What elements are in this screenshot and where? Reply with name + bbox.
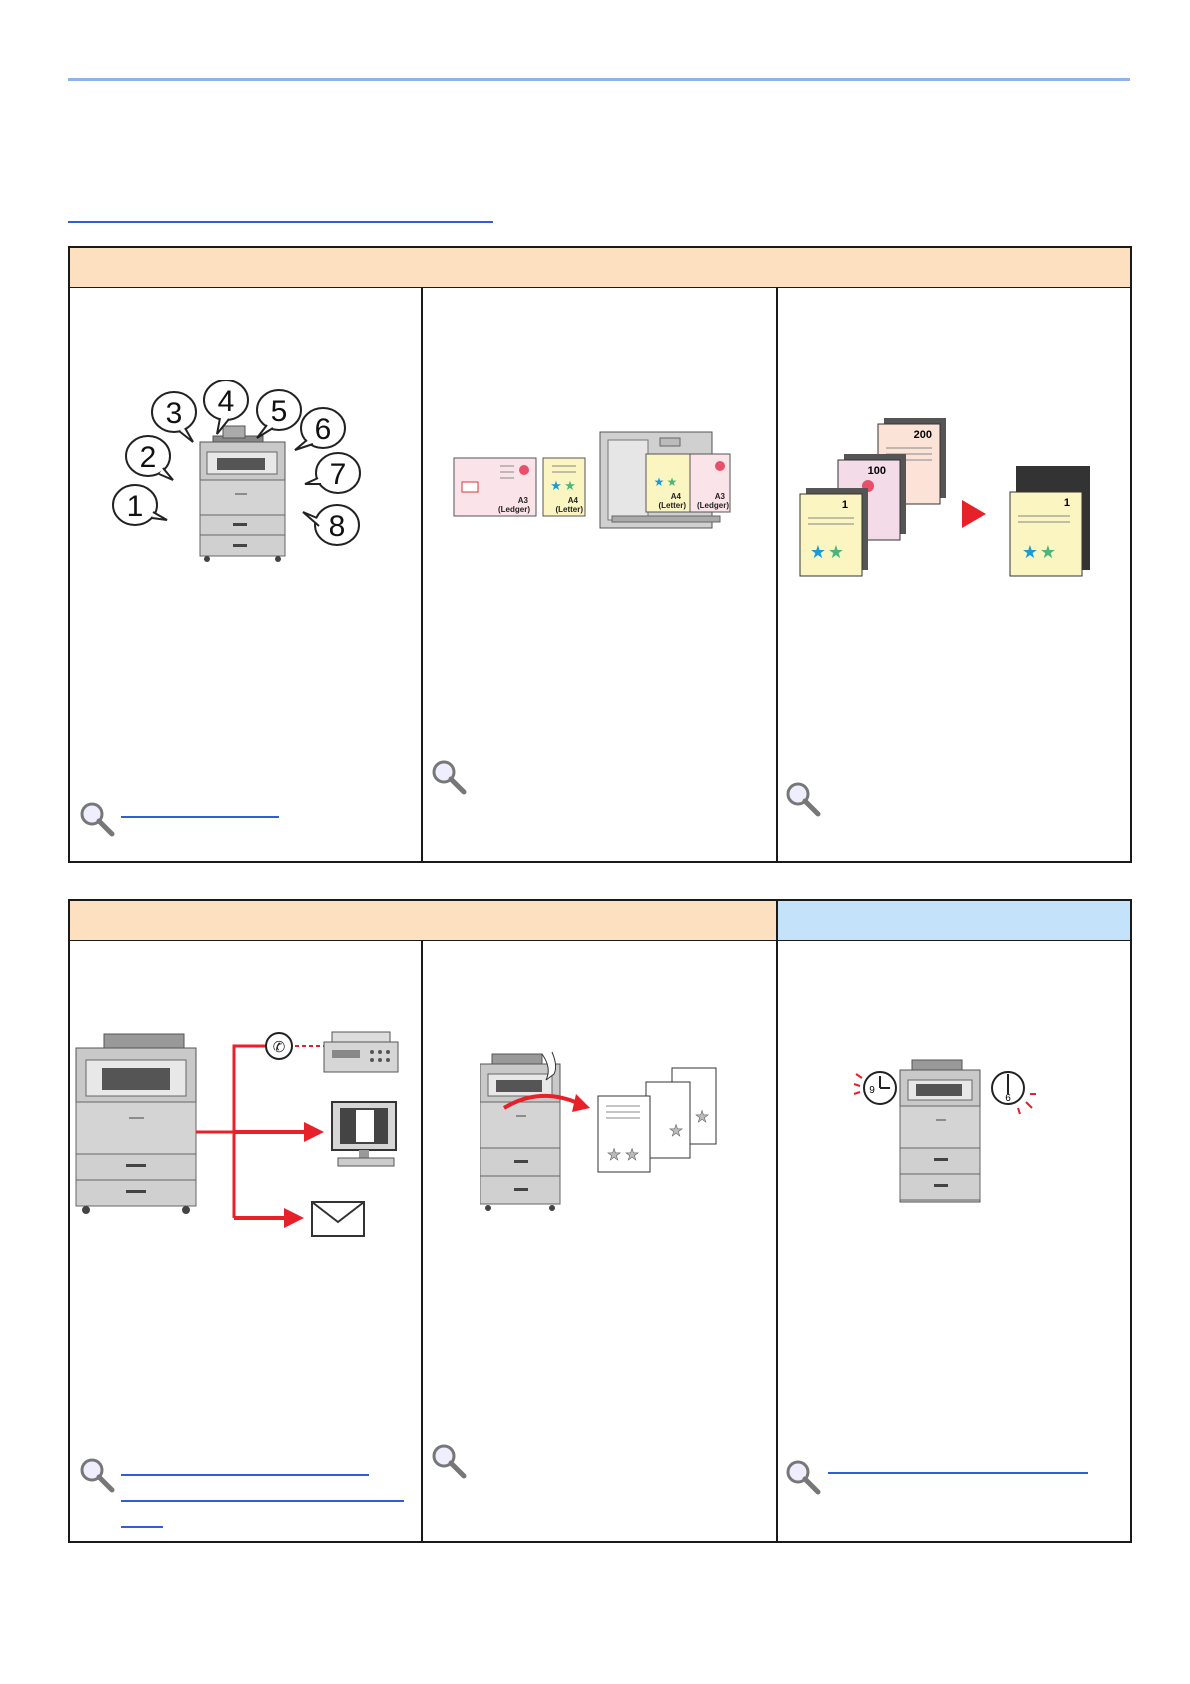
bubble-3-number: 3 <box>166 397 183 430</box>
print-from-panel-illustration: ★ ★ ★ ★ <box>480 1051 717 1211</box>
bubble-2: 2 <box>125 435 174 481</box>
svg-text:★: ★ <box>828 542 844 562</box>
bubble-6: 6 <box>294 407 346 451</box>
a4-size-label: A4 <box>568 496 579 505</box>
svg-text:✆: ✆ <box>273 1039 286 1056</box>
magnifier-icon <box>80 802 115 837</box>
reference-link-line-1[interactable] <box>121 1474 369 1476</box>
numbered-functions-illustration: 1 2 3 4 5 6 7 8 <box>112 380 361 562</box>
bubble-3: 3 <box>151 391 197 443</box>
stack-200-label: 200 <box>914 429 932 441</box>
bubble-8: 8 <box>302 504 360 546</box>
printed-pages-icon: ★ ★ ★ ★ <box>597 1067 717 1173</box>
bubble-4: 4 <box>203 380 249 435</box>
section-panel-top <box>68 288 1132 863</box>
batch-scan-illustration: 200 100 1 ★ ★ 1 ★ ★ <box>799 418 1090 577</box>
svg-text:★: ★ <box>550 478 562 493</box>
bubble-6-number: 6 <box>315 413 332 446</box>
column-divider <box>776 288 778 863</box>
title-link-underline[interactable] <box>68 221 493 223</box>
mfp-machine-icon <box>199 425 286 562</box>
reference-link-line-2[interactable] <box>121 1500 404 1502</box>
column-divider <box>421 288 423 863</box>
bubble-5-number: 5 <box>271 395 288 428</box>
ledger-size-label: (Ledger) <box>697 501 729 510</box>
svg-text:★: ★ <box>810 542 826 562</box>
mfp-machine-icon <box>899 1059 981 1203</box>
letter-size-label: (Letter) <box>658 501 686 510</box>
envelope-icon <box>311 1201 365 1237</box>
bubble-2-number: 2 <box>140 441 157 474</box>
column-divider <box>776 941 778 1543</box>
scanner-icon: ★ ★ A4 (Letter) A3 (Ledger) <box>599 431 731 529</box>
bubble-7-number: 7 <box>330 458 347 491</box>
bubble-7: 7 <box>304 452 361 494</box>
magnifier-icon <box>80 1458 115 1493</box>
arrow-icon <box>572 1094 590 1112</box>
section-header-bottom-left <box>68 899 780 942</box>
stack-100-label: 100 <box>868 465 886 477</box>
top-rule <box>68 78 1130 81</box>
section-panel-bottom <box>68 941 1132 1543</box>
stack-1-icon: 1 ★ ★ <box>799 488 868 577</box>
svg-text:★: ★ <box>669 1123 683 1140</box>
arrow-right-icon <box>962 500 986 528</box>
svg-text:★: ★ <box>654 475 665 489</box>
bubble-4-number: 4 <box>218 385 235 418</box>
a3-original-icon: A3 (Ledger) <box>453 457 537 517</box>
hand-icon <box>541 1051 557 1081</box>
energy-saving-schedule-illustration: 9 6 <box>853 1059 1036 1203</box>
clock-start-label: 9 <box>869 1085 875 1096</box>
fax-machine-icon <box>323 1031 399 1073</box>
ledger-size-label: (Ledger) <box>498 505 530 514</box>
arrow-right-icon <box>284 1208 304 1228</box>
a4-original-icon: ★ ★ A4 (Letter) <box>542 457 586 517</box>
combined-stack-icon: 1 ★ ★ <box>1009 466 1090 577</box>
svg-text:★: ★ <box>564 478 576 493</box>
phone-icon: ✆ <box>265 1032 293 1060</box>
bubble-8-number: 8 <box>329 510 346 543</box>
svg-text:★: ★ <box>695 1109 709 1126</box>
magnifier-icon <box>786 1460 821 1495</box>
clock-start-icon: 9 <box>853 1071 897 1105</box>
mixed-size-originals-illustration: A3 (Ledger) ★ ★ A4 (Letter) ★ ★ A4 (Lett… <box>453 431 731 529</box>
bubble-1-number: 1 <box>127 490 144 523</box>
reference-link[interactable] <box>828 1472 1088 1474</box>
section-header-bottom-right <box>776 899 1132 942</box>
mfp-machine-icon <box>75 1033 197 1214</box>
a3-size-label: A3 <box>715 492 726 501</box>
svg-text:★: ★ <box>625 1147 639 1164</box>
bubble-1: 1 <box>112 484 168 526</box>
combined-stack-label: 1 <box>1064 497 1070 509</box>
column-divider <box>421 941 423 1543</box>
svg-text:★: ★ <box>607 1147 621 1164</box>
clock-end-icon: 6 <box>991 1071 1036 1115</box>
send-destinations-illustration: ✆ <box>75 1031 399 1237</box>
a4-size-label: A4 <box>671 492 682 501</box>
reference-link[interactable] <box>121 816 279 818</box>
computer-icon <box>331 1101 397 1167</box>
arrow-right-icon <box>304 1122 324 1142</box>
magnifier-icon <box>432 760 467 795</box>
reference-link-line-3[interactable] <box>121 1526 163 1528</box>
svg-text:★: ★ <box>1022 542 1038 562</box>
svg-text:★: ★ <box>1040 542 1056 562</box>
magnifier-icon <box>786 782 821 817</box>
stack-1-label: 1 <box>842 499 848 511</box>
section-header-top <box>68 246 1132 289</box>
letter-size-label: (Letter) <box>555 505 583 514</box>
magnifier-icon <box>432 1444 467 1479</box>
clock-end-label: 6 <box>1005 1093 1011 1104</box>
svg-text:★: ★ <box>667 475 678 489</box>
a3-size-label: A3 <box>518 496 529 505</box>
bubble-5: 5 <box>256 389 302 439</box>
